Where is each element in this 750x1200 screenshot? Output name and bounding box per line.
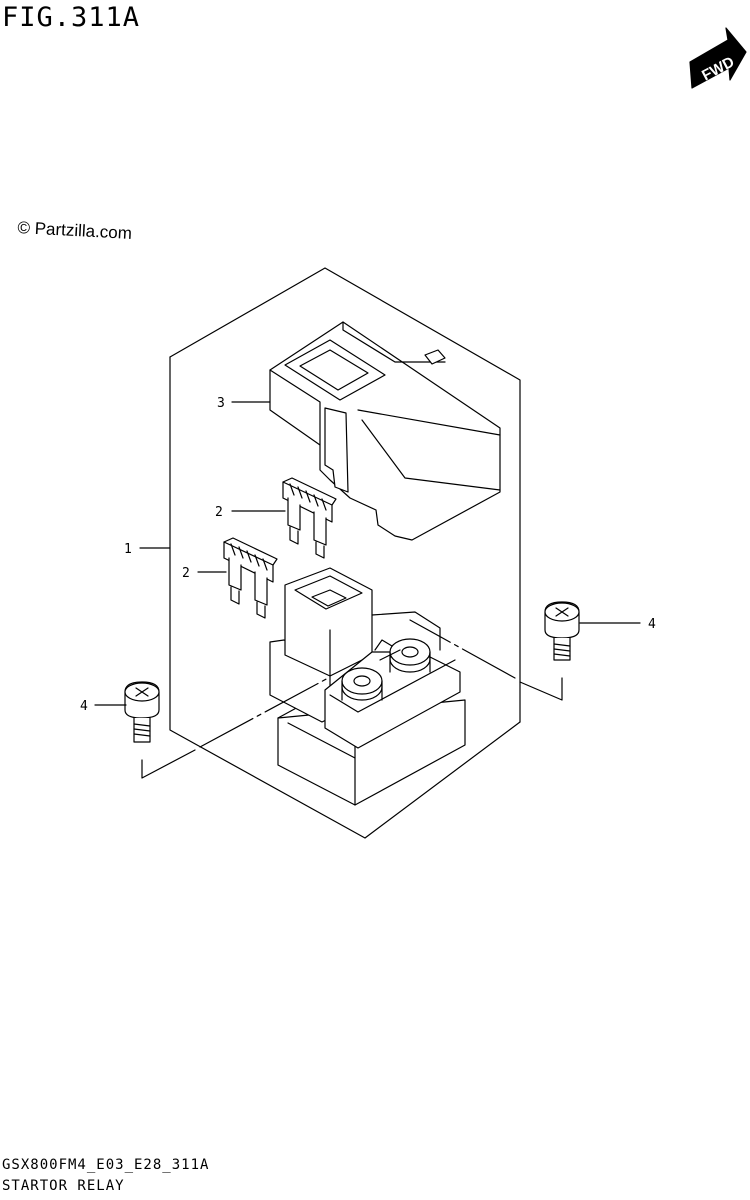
fwd-arrow-icon: FWD xyxy=(689,27,747,89)
callout-4-right: 4 xyxy=(648,617,656,632)
bolt-guide-lines xyxy=(141,619,563,779)
diagram-name: STARTOR RELAY xyxy=(2,1178,125,1194)
callout-1: 1 xyxy=(124,542,132,557)
callout-labels: 3 2 2 1 4 4 xyxy=(80,396,656,714)
fuse-upper xyxy=(282,477,337,559)
leader-lines xyxy=(94,401,641,706)
bolt-left xyxy=(124,681,160,743)
callout-2-upper: 2 xyxy=(215,505,223,520)
diagram-code: GSX800FM4_E03_E28_311A xyxy=(2,1157,210,1173)
fuse-lower xyxy=(223,537,278,619)
callout-4-left: 4 xyxy=(80,699,88,714)
callout-3: 3 xyxy=(217,396,225,411)
figure-title: FIG.311A xyxy=(2,2,141,33)
bolt-right xyxy=(544,601,580,661)
relay-cover xyxy=(269,321,501,541)
assembly-outline xyxy=(169,267,521,839)
callout-2-lower: 2 xyxy=(182,566,190,581)
relay-body xyxy=(269,567,466,806)
